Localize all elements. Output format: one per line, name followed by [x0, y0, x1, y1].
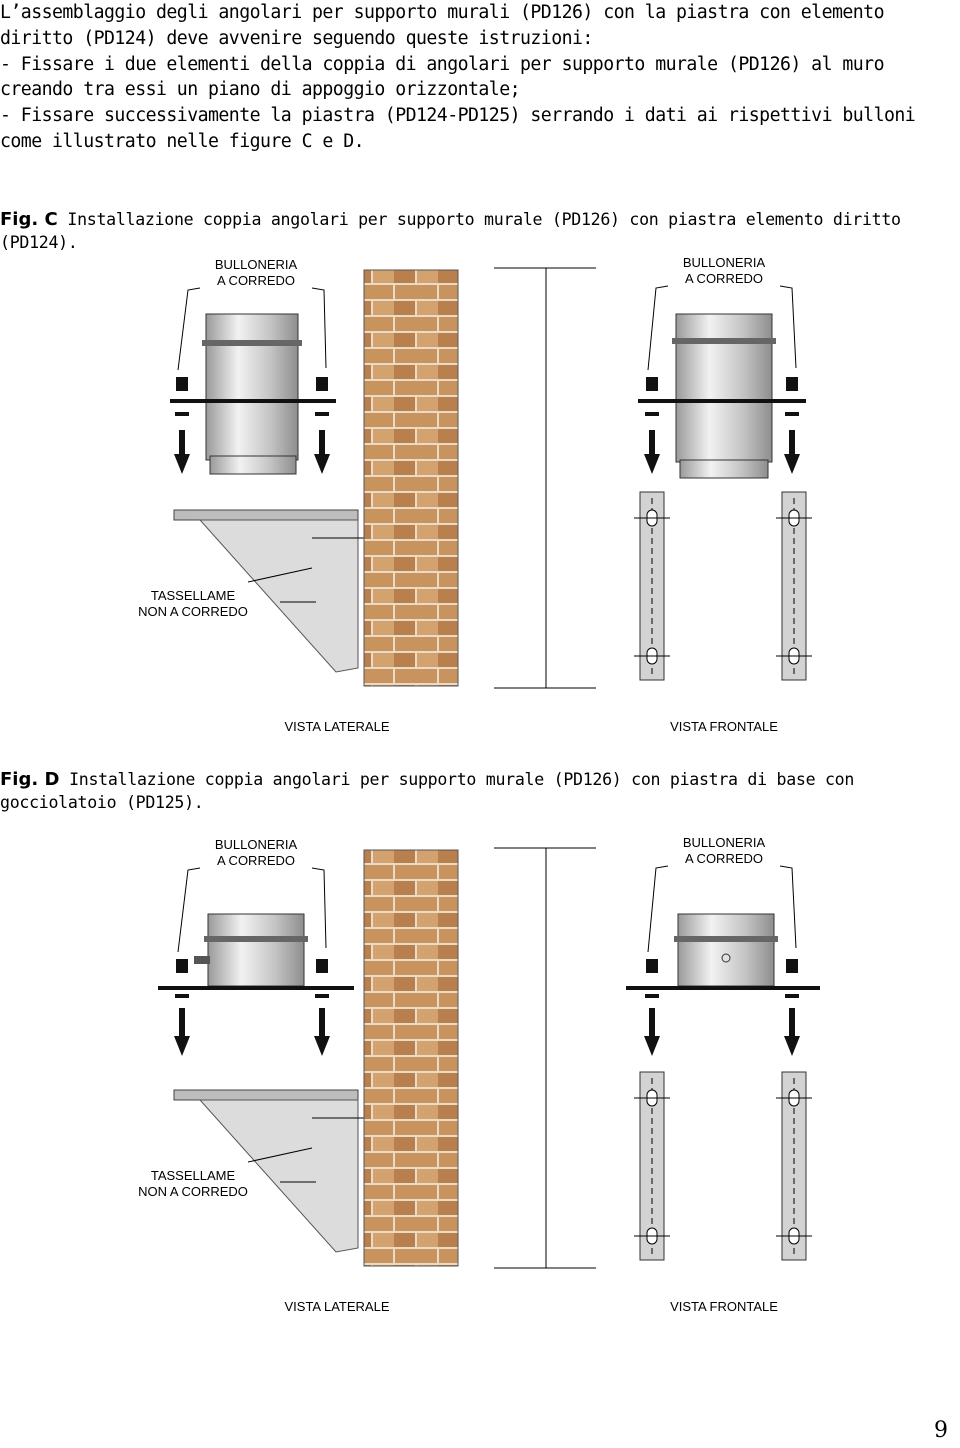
front-bracket-right — [776, 1071, 812, 1261]
bolts-label-right-line-2: A CORREDO — [685, 851, 763, 866]
figure-c-caption: Fig. C Installazione coppia angolari per… — [0, 208, 960, 254]
front-bracket-left — [634, 491, 670, 681]
bolts-pointer-left-a — [177, 287, 201, 371]
figure-c-label: Fig. C — [0, 209, 58, 230]
front-view-label: VISTA FRONTALE — [670, 1299, 778, 1314]
front-base-plate — [626, 986, 820, 990]
anchors-label-line-1: TASSELLAME — [151, 1168, 236, 1183]
side-plate — [170, 399, 336, 403]
anchor-pointer-1 — [247, 567, 313, 583]
front-view-label: VISTA FRONTALE — [670, 719, 778, 734]
figure-d-caption-text: Installazione coppia angolari per suppor… — [0, 770, 855, 812]
front-bolts — [644, 959, 800, 1056]
intro-line-1: L’assemblaggio degli angolari per suppor… — [0, 2, 885, 49]
bolts-label-left-line-2: A CORREDO — [217, 853, 295, 868]
intro-line-3: - Fissare successivamente la piastra (PD… — [0, 105, 916, 152]
side-flue-pipe — [194, 913, 308, 987]
front-bracket-left — [634, 1071, 670, 1261]
bolts-pointer-right-a — [647, 285, 669, 371]
height-dimension-line — [494, 847, 596, 1269]
figure-d-label: Fig. D — [0, 769, 60, 790]
anchors-label-line-2: NON A CORREDO — [138, 604, 248, 619]
anchor-pointer-1 — [247, 1147, 313, 1163]
side-bracket — [173, 509, 359, 673]
intro-line-2: - Fissare i due elementi della coppia di… — [0, 53, 885, 101]
bolts-label-left-line-1: BULLONERIA — [215, 837, 298, 852]
side-view-label: VISTA LATERALE — [284, 719, 389, 734]
brick-wall — [363, 269, 459, 687]
bolts-label-left-line-1: BULLONERIA — [215, 257, 298, 272]
intro-text: L’assemblaggio degli angolari per suppor… — [0, 0, 960, 155]
bolts-pointer-left-a — [177, 867, 201, 953]
front-plate — [638, 399, 806, 403]
figure-c-caption-text: Installazione coppia angolari per suppor… — [0, 210, 901, 252]
anchors-label-line-2: NON A CORREDO — [138, 1184, 248, 1199]
bolts-label-left-line-2: A CORREDO — [217, 273, 295, 288]
side-bolts — [174, 377, 330, 474]
front-flue-pipe — [674, 913, 778, 987]
front-bracket-right — [776, 491, 812, 681]
figure-d: BULLONERIA A CORREDO — [130, 832, 820, 1322]
bolts-pointer-right-b — [779, 865, 797, 949]
bolts-label-right-line-2: A CORREDO — [685, 271, 763, 286]
bolts-pointer-right-a — [647, 865, 669, 953]
brick-wall — [363, 849, 459, 1267]
figure-c-drawing: BULLONERIA A CORREDO — [138, 255, 812, 734]
figure-d-caption: Fig. D Installazione coppia angolari per… — [0, 768, 960, 814]
side-flue-pipe — [202, 313, 302, 475]
bolts-pointer-left-b — [311, 287, 327, 369]
side-base-plate — [158, 986, 354, 990]
side-bracket — [173, 1089, 359, 1253]
side-bolts — [174, 959, 330, 1056]
side-view-label: VISTA LATERALE — [284, 1299, 389, 1314]
bolts-label-right-line-1: BULLONERIA — [683, 255, 766, 270]
drip-hole — [721, 953, 731, 963]
height-dimension-line — [494, 267, 596, 689]
front-bolts — [644, 377, 800, 474]
figure-c: BULLONERIA A CORREDO — [130, 252, 820, 742]
front-flue-pipe — [672, 313, 776, 479]
figure-d-drawing: BULLONERIA A CORREDO — [138, 835, 820, 1314]
bolts-label-right-line-1: BULLONERIA — [683, 835, 766, 850]
page-number: 9 — [934, 1418, 948, 1443]
anchors-label-line-1: TASSELLAME — [151, 588, 236, 603]
bolts-pointer-right-b — [779, 285, 797, 369]
bolts-pointer-left-b — [311, 867, 327, 949]
